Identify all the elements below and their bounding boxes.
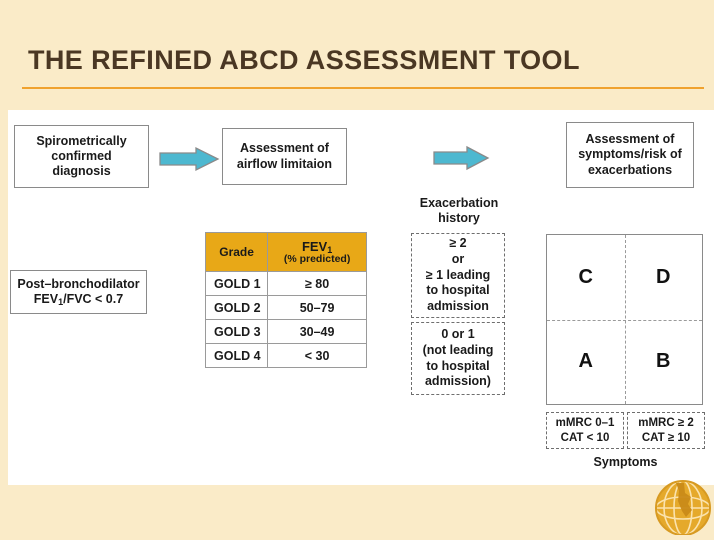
slide-header: THE REFINED ABCD ASSESSMENT TOOL [0,0,714,110]
grade-label: GOLD 3 [204,319,269,344]
grade-value: ≥ 80 [267,271,367,296]
fev-subscript: 1 [58,297,64,307]
step-symptoms-risk-box: Assessment of symptoms/risk of exacerbat… [566,122,694,188]
symptoms-high-box: mMRC ≥ 2 CAT ≥ 10 [627,412,705,449]
header-percent-predicted: (% predicted) [283,253,351,265]
exac-low-l3: to hospital [426,358,490,373]
header-fev: FEV1 (% predicted) [267,232,367,272]
quadrant-d: D [656,265,671,288]
cat-low-line2: CAT < 10 [560,431,610,444]
step2-line1: Assessment of [240,141,329,156]
step-spirometry-box: Spirometrically confirmed diagnosis [14,125,149,188]
table-body: GOLD 1 ≥ 80 GOLD 2 50–79 GOLD 3 30–49 GO… [204,271,367,368]
title-underline [22,87,704,89]
cat-high-line2: CAT ≥ 10 [641,431,691,444]
abcd-quadrant-grid: C D A B [546,234,703,405]
grade-label: GOLD 4 [204,343,269,368]
table-row: GOLD 3 30–49 [204,319,367,344]
fvc-ratio: /FVC < 0.7 [63,292,124,306]
exac-low-l1: 0 or 1 [441,327,475,342]
quadrant-a: A [578,350,593,373]
arrow-right-icon-1 [158,146,220,172]
step1-line1: Spirometrically [36,133,127,148]
exac-low-l4: admission) [424,374,491,389]
exac-high-l1: ≥ 2 [449,236,467,251]
mmrc-high-line1: mMRC ≥ 2 [638,417,694,430]
step2-line2: airflow limitaion [236,156,333,171]
quadrant-c: C [578,265,593,288]
fev-label: FEV [33,292,59,306]
grade-value: 50–79 [267,295,367,320]
exacerbation-heading-line2: history [438,211,480,225]
step3-line3: exacerbations [587,162,673,177]
grade-label: GOLD 1 [204,271,269,296]
step3-line2: symptoms/risk of [578,147,682,162]
table-header-row: Grade FEV1 (% predicted) [204,232,367,272]
exacerbation-low-box: 0 or 1 (not leading to hospital admissio… [411,322,505,395]
header-fev-subscript: 1 [327,245,333,255]
grid-horizontal-divider [547,319,702,321]
criterion-line1: Post–bronchodilator [17,276,140,291]
page-title: THE REFINED ABCD ASSESSMENT TOOL [28,45,580,75]
table-row: GOLD 4 < 30 [204,343,367,368]
gold-grade-table: Grade FEV1 (% predicted) GOLD 1 ≥ 80 GOL… [204,232,367,368]
post-bronchodilator-box: Post–bronchodilator FEV1/FVC < 0.7 [10,270,147,314]
quadrant-b: B [656,350,671,373]
exac-high-l2: or [451,252,465,267]
exac-high-l3: ≥ 1 leading [425,267,491,282]
mmrc-low-line1: mMRC 0–1 [555,417,615,430]
exacerbation-history-label: Exacerbation history [404,196,514,226]
exac-high-l4: to hospital [426,283,490,298]
grade-label: GOLD 2 [204,295,269,320]
grade-value: < 30 [267,343,367,368]
symptoms-low-box: mMRC 0–1 CAT < 10 [546,412,624,449]
arrow-right-icon-2 [432,145,490,171]
step1-line3: diagnosis [52,164,111,179]
symptoms-axis-label: Symptoms [593,455,658,469]
globe-logo [652,477,714,536]
grade-value: 30–49 [267,319,367,344]
header-grade: Grade [204,232,269,272]
step-airflow-box: Assessment of airflow limitaion [222,128,347,185]
exac-low-l2: (not leading [422,342,494,357]
table-row: GOLD 2 50–79 [204,295,367,320]
exac-high-l5: admission [427,298,489,313]
exacerbation-high-box: ≥ 2 or ≥ 1 leading to hospital admission [411,233,505,318]
criterion-line2: FEV1/FVC < 0.7 [17,292,139,307]
table-row: GOLD 1 ≥ 80 [204,271,367,296]
step3-line1: Assessment of [585,132,675,147]
step1-line2: confirmed [51,148,112,163]
header-fev-text: FEV [301,239,328,254]
exacerbation-heading-line1: Exacerbation [419,196,499,210]
